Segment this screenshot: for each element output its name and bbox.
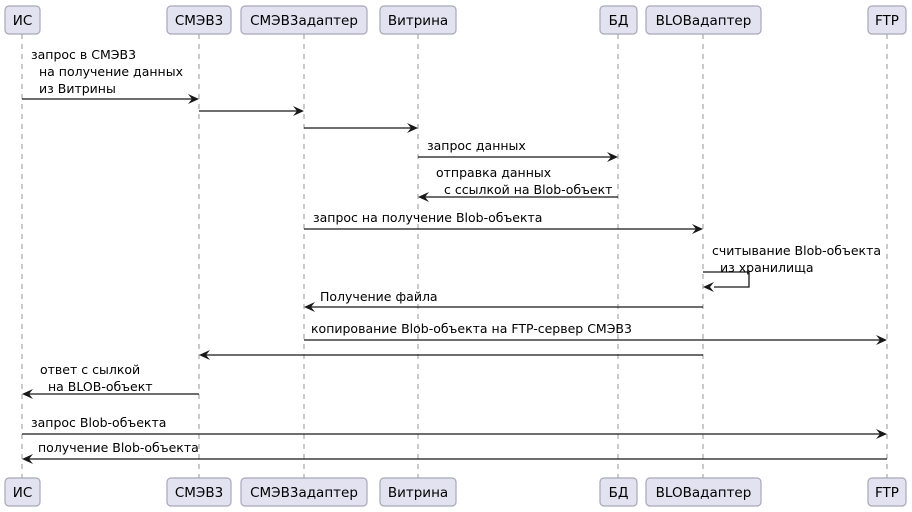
message-label-line: получение Blob-объекта: [38, 440, 199, 455]
arrow-head: [876, 429, 887, 439]
participant-label-is: ИС: [13, 13, 33, 29]
message-label-line: ответ с сылкой: [40, 362, 140, 377]
participant-box-smev3: [166, 5, 232, 35]
arrow-head: [407, 123, 418, 133]
participant-box-vitrina: [379, 5, 457, 35]
message-label-line: копирование Blob-объекта на FTP-сервер С…: [311, 321, 632, 336]
message-m2[interactable]: [199, 106, 304, 116]
message-m4[interactable]: запрос данных: [418, 138, 618, 162]
arrow-head: [188, 94, 199, 104]
message-m5[interactable]: отправка данных с ссылкой на Blob-объект: [418, 165, 618, 202]
participant-label-smev3: СМЭВ3: [175, 13, 223, 29]
arrow-head: [692, 224, 703, 234]
participant-blob-top[interactable]: BLOBадаптер: [645, 5, 762, 35]
arrow-head: [199, 350, 210, 360]
participant-smev3a-bottom[interactable]: СМЭВ3адаптер: [240, 477, 368, 507]
message-m1[interactable]: запрос в СМЭВ3 на получение данных из Витр…: [22, 47, 199, 104]
message-m8[interactable]: Получение файла: [304, 289, 703, 312]
participant-ftp-bottom[interactable]: FTP: [867, 477, 907, 507]
participant-is-bottom[interactable]: ИС: [4, 477, 41, 507]
messages-layer: запрос в СМЭВ3 на получение данных из Витр…: [22, 47, 887, 464]
participant-smev3-bottom[interactable]: СМЭВ3: [166, 477, 232, 507]
participant-vitrina-bottom[interactable]: Витрина: [379, 477, 457, 507]
arrow-head: [876, 335, 887, 345]
arrow-head: [22, 454, 33, 464]
message-label-line: отправка данных: [436, 165, 551, 180]
participants-header-layer: ИС СМЭВ3 СМЭВ3адаптер Витрина БД BLOBадаптер F…: [4, 5, 907, 35]
message-m12[interactable]: запрос Blob-объекта: [22, 415, 887, 439]
participant-label-vitrina: Витрина: [388, 485, 448, 501]
message-m6[interactable]: запрос на получение Blob-объекта: [304, 210, 703, 234]
participant-bd-bottom[interactable]: БД: [599, 477, 638, 507]
participant-label-blob: BLOBадаптер: [656, 485, 752, 501]
participant-label-ftp: FTP: [875, 485, 899, 501]
arrow-head: [607, 152, 618, 162]
message-m13[interactable]: получение Blob-объекта: [22, 440, 887, 464]
participant-box-ftp: [867, 5, 907, 35]
message-label-line: запрос на получение Blob-объекта: [313, 210, 542, 225]
participant-smev3a-top[interactable]: СМЭВ3адаптер: [240, 5, 368, 35]
message-label-line: запрос данных: [427, 138, 526, 153]
participant-bd-top[interactable]: БД: [599, 5, 638, 35]
message-label-line: из Витрины: [39, 81, 116, 96]
participant-label-blob: BLOBадаптер: [656, 13, 752, 29]
message-self-path: [703, 271, 750, 288]
message-label-line: на получение данных: [39, 64, 183, 79]
message-m9[interactable]: копирование Blob-объекта на FTP-сервер С…: [304, 321, 887, 345]
message-m3[interactable]: [304, 123, 418, 133]
participant-box-bd: [599, 477, 638, 507]
participant-ftp-top[interactable]: FTP: [867, 5, 907, 35]
lifelines-layer: [21, 34, 888, 478]
participant-box-is: [4, 5, 41, 35]
participant-box-blob: [645, 5, 762, 35]
participant-vitrina-top[interactable]: Витрина: [379, 5, 457, 35]
participant-label-smev3a: СМЭВ3адаптер: [250, 13, 358, 29]
participant-box-smev3a: [240, 5, 368, 35]
participant-label-is: ИС: [13, 485, 33, 501]
participant-label-vitrina: Витрина: [388, 13, 448, 29]
participant-label-bd: БД: [609, 485, 629, 501]
participant-label-ftp: FTP: [875, 13, 899, 29]
participant-is-top[interactable]: ИС: [4, 5, 41, 35]
participant-box-vitrina: [379, 477, 457, 507]
participant-blob-bottom[interactable]: BLOBадаптер: [645, 477, 762, 507]
message-label-line: Получение файла: [320, 289, 438, 304]
arrow-head: [293, 106, 304, 116]
message-label-line: из хранилища: [720, 260, 814, 275]
participant-box-smev3a: [240, 477, 368, 507]
arrow-head: [703, 282, 714, 292]
message-label-line: на BLOB-объект: [48, 379, 153, 394]
arrow-head: [418, 192, 429, 202]
participant-box-is: [4, 477, 41, 507]
message-m10[interactable]: [199, 350, 703, 360]
participant-label-smev3a: СМЭВ3адаптер: [250, 485, 358, 501]
message-label-line: с ссылкой на Blob-объект: [444, 182, 612, 197]
message-m11[interactable]: ответ с сылкой на BLOB-объект: [22, 362, 199, 399]
message-label-line: запрос Blob-объекта: [31, 415, 166, 430]
arrow-head: [304, 302, 315, 312]
participant-label-smev3: СМЭВ3: [175, 485, 223, 501]
participant-smev3-top[interactable]: СМЭВ3: [166, 5, 232, 35]
participant-box-ftp: [867, 477, 907, 507]
message-label-line: запрос в СМЭВ3: [31, 47, 136, 62]
participant-box-smev3: [166, 477, 232, 507]
message-label-line: считывание Blob-объекта: [712, 243, 881, 258]
participants-footer-layer: ИС СМЭВ3 СМЭВ3адаптер Витрина БД BLOBадаптер F…: [4, 477, 907, 507]
participant-label-bd: БД: [609, 13, 629, 29]
arrow-head: [22, 389, 33, 399]
participant-box-blob: [645, 477, 762, 507]
message-m7[interactable]: считывание Blob-объекта из хранилища: [703, 243, 881, 292]
participant-box-bd: [599, 5, 638, 35]
